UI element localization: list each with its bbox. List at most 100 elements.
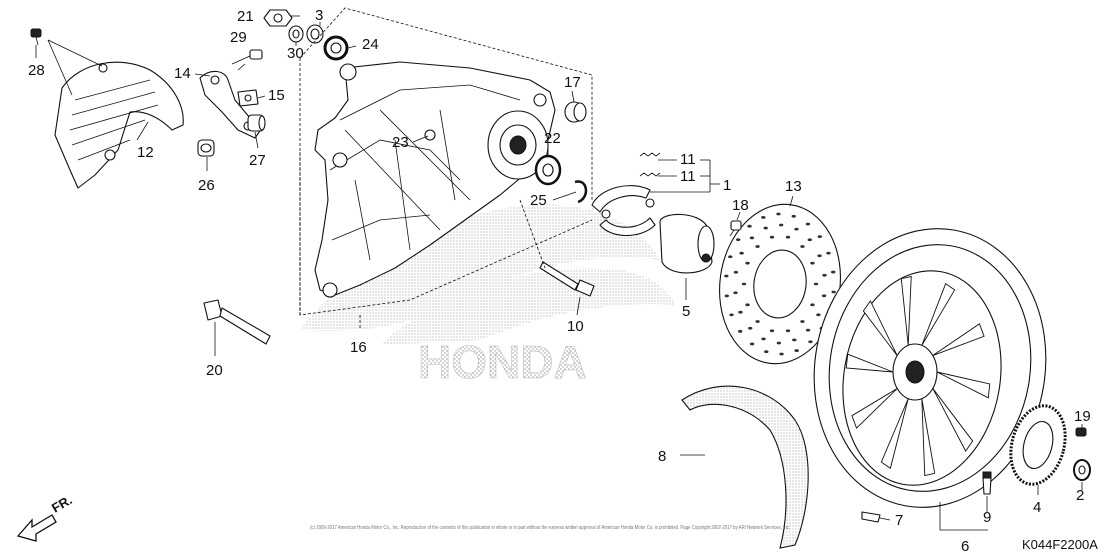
- disc-hole: [761, 337, 766, 341]
- callout-22: 22: [544, 130, 561, 147]
- callout-23: 23: [392, 134, 409, 151]
- callout-9: 9: [983, 509, 991, 526]
- callout-30: 30: [287, 45, 304, 62]
- part-2-seal: [1073, 459, 1091, 481]
- part-1-brake-shoe-set: [591, 185, 656, 237]
- disc-hole: [810, 303, 815, 307]
- callout-11-lower: 11: [680, 168, 696, 185]
- disc-hole: [738, 329, 743, 333]
- wheel-spoke: [936, 371, 991, 399]
- disc-hole: [805, 328, 811, 332]
- part-18-bolt: [729, 220, 742, 237]
- disc-hole: [778, 223, 784, 227]
- part-27-collar: [247, 114, 266, 132]
- front-direction-arrow: [16, 514, 57, 542]
- disc-hole: [779, 352, 784, 356]
- disc-hole: [769, 329, 775, 333]
- diagram-code: K044F2200A: [1022, 537, 1098, 552]
- part-28-bolt: [30, 28, 42, 46]
- disc-hole: [728, 255, 733, 259]
- callout-4: 4: [1033, 499, 1041, 516]
- wheel-spoke: [932, 323, 985, 356]
- disc-hole: [749, 236, 755, 240]
- disc-hole: [822, 273, 827, 277]
- callout-17: 17: [564, 74, 581, 91]
- disc-hole: [794, 227, 799, 231]
- disc-hole: [755, 245, 760, 248]
- disc-hole: [733, 291, 738, 295]
- callout-7: 7: [895, 512, 903, 529]
- callout-19: 19: [1074, 408, 1091, 425]
- disc-hole: [810, 261, 815, 265]
- disc-hole: [785, 329, 791, 333]
- disc-hole: [776, 341, 782, 345]
- callout-25: 25: [530, 192, 547, 209]
- callout-2: 2: [1076, 487, 1084, 504]
- callout-14: 14: [174, 65, 191, 82]
- disc-hole: [805, 222, 811, 226]
- honda-wing-watermark: [300, 204, 675, 345]
- disc-hole: [800, 320, 805, 323]
- disc-hole: [792, 338, 797, 342]
- callout-16: 16: [350, 339, 367, 356]
- disc-hole: [745, 303, 750, 307]
- part-16-swingarm: [314, 61, 556, 298]
- disc-hole: [776, 212, 781, 216]
- disc-hole: [745, 261, 750, 265]
- callout-10: 10: [567, 318, 584, 335]
- part-25-circlip: [574, 180, 588, 204]
- part-22-bearing: [534, 154, 562, 186]
- disc-hole: [763, 226, 768, 230]
- part-21-nut: [263, 9, 293, 27]
- wheel-spoke: [880, 398, 909, 470]
- disc-hole: [748, 326, 753, 330]
- disc-hole: [816, 313, 821, 317]
- callout-18: 18: [732, 197, 749, 214]
- wheel-spoke: [851, 388, 898, 429]
- disc-hole: [800, 245, 805, 248]
- disc-hole: [736, 238, 741, 242]
- front-direction-label: FR.: [49, 492, 75, 515]
- wheel-spoke: [921, 282, 956, 346]
- disc-hole: [747, 224, 752, 228]
- callout-27: 27: [249, 152, 266, 169]
- wheel-spoke: [900, 275, 912, 346]
- disc-hole: [817, 235, 822, 239]
- part-24-seal: [323, 35, 349, 61]
- callout-21: 21: [237, 8, 254, 25]
- part-3-bushing: [306, 24, 324, 44]
- disc-hole: [831, 290, 836, 294]
- callout-12: 12: [137, 144, 154, 161]
- part-20-bolt: [203, 299, 271, 345]
- disc-hole: [741, 282, 747, 286]
- part-13-brake-disc: [718, 203, 842, 365]
- disc-hole: [733, 270, 739, 274]
- callout-3: 3: [315, 7, 323, 24]
- disc-hole: [749, 342, 755, 346]
- disc-hole: [761, 216, 766, 219]
- disc-hole: [807, 238, 812, 242]
- callout-11-upper: 11: [680, 151, 696, 168]
- callout-6: 6: [961, 538, 969, 555]
- disc-hole: [724, 294, 729, 298]
- disc-hole: [808, 340, 813, 344]
- part-8-tire: [681, 385, 809, 549]
- part-10-axle-bolt: [539, 261, 595, 297]
- callout-26: 26: [198, 177, 215, 194]
- callout-13: 13: [785, 178, 802, 195]
- disc-hole: [729, 313, 734, 317]
- callout-20: 20: [206, 362, 223, 379]
- wheel-spoke: [845, 353, 894, 373]
- callout-15: 15: [268, 87, 285, 104]
- part-11-springs: [639, 152, 661, 177]
- disc-hole: [738, 310, 743, 314]
- callout-5: 5: [682, 303, 690, 320]
- wheel-spoke: [862, 300, 898, 356]
- callout-29: 29: [230, 29, 247, 46]
- disc-hole: [739, 251, 744, 255]
- part-26-bushing: [197, 139, 215, 157]
- disc-hole: [794, 349, 799, 352]
- disc-hole: [785, 235, 791, 239]
- part-19-bolt: [1075, 427, 1087, 437]
